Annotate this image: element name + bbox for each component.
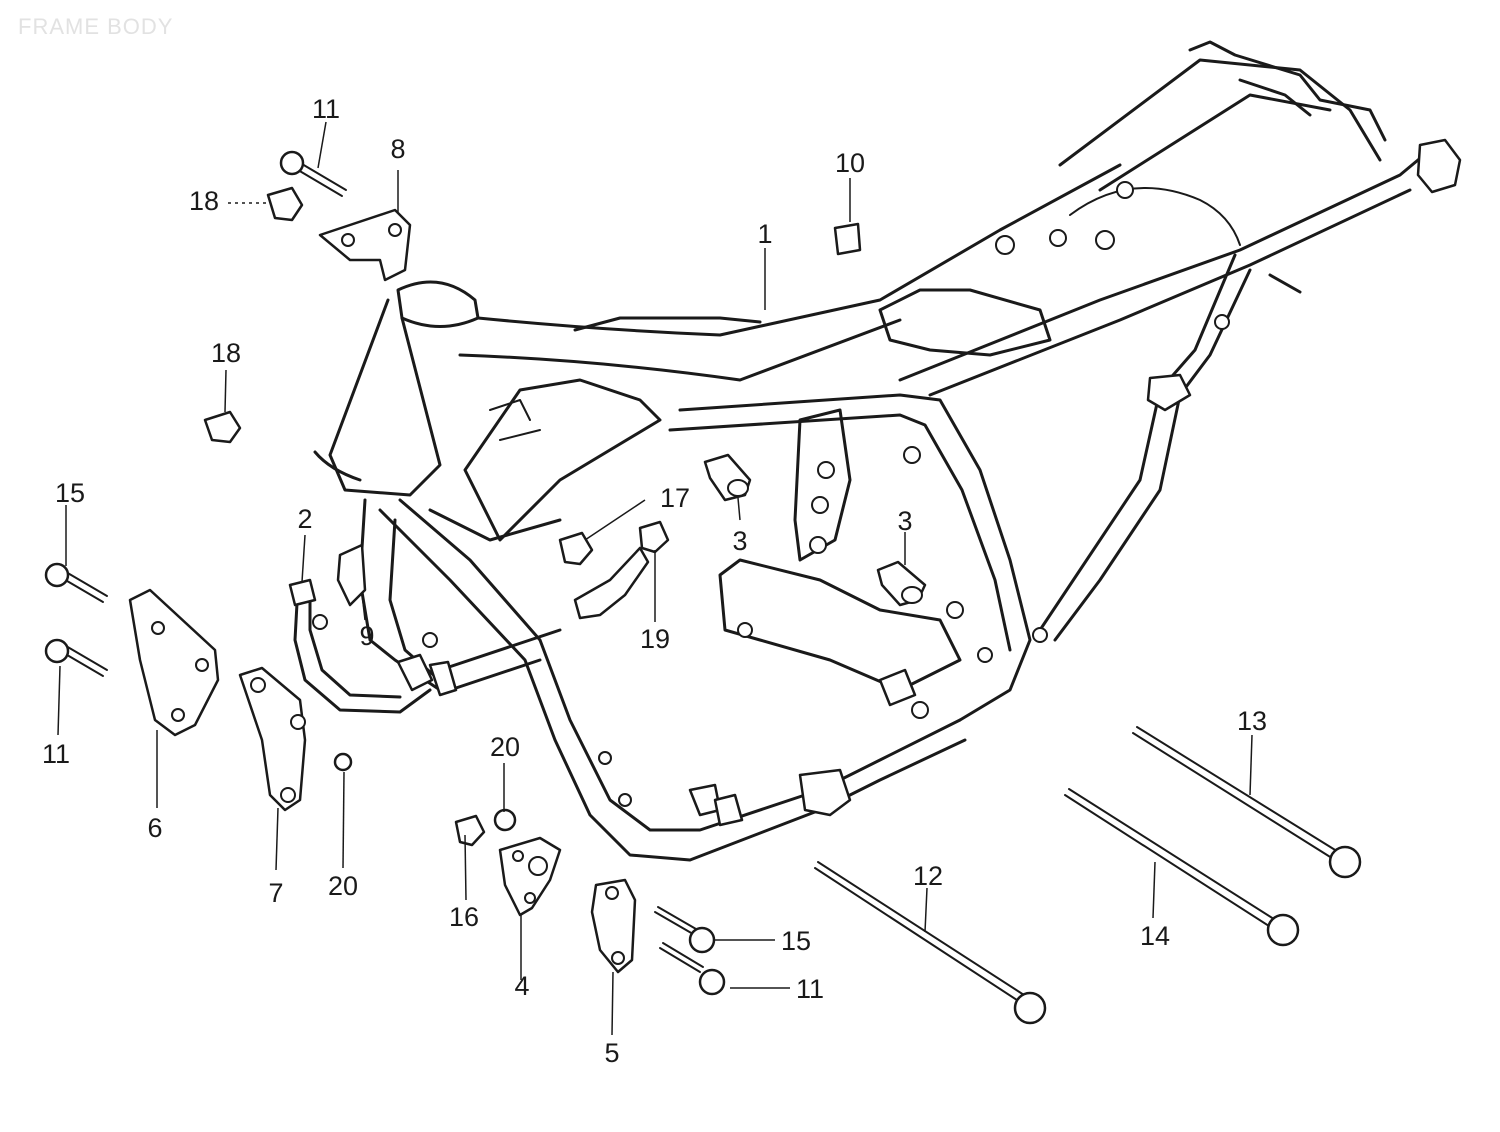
callout-3b: 3 [897, 506, 912, 536]
part-18-nut-mid [203, 410, 242, 444]
part-18-nut-top [266, 186, 304, 222]
part-19-bracket [573, 546, 650, 620]
callout-18b: 18 [211, 338, 241, 368]
callout-11c: 11 [796, 974, 824, 1004]
part-16-nut [454, 814, 486, 847]
part-7-plate [238, 666, 307, 812]
callout-4: 4 [514, 971, 529, 1001]
part-9-bracket [336, 543, 367, 607]
part-5-plate [590, 878, 637, 974]
callout-19: 19 [640, 624, 670, 654]
callout-11a: 11 [312, 94, 340, 124]
callout-18a: 18 [189, 186, 219, 216]
part-14-long-bolt [1064, 788, 1300, 947]
part-12-long-bolt [814, 861, 1047, 1025]
callout-7: 7 [268, 878, 283, 908]
part-11-bolt-top [279, 150, 347, 197]
callout-5: 5 [604, 1038, 619, 1068]
main-frame [313, 40, 1462, 862]
callout-labels: 1 2 3 3 4 5 6 7 8 9 10 11 11 11 12 13 14… [42, 94, 1267, 1068]
part-17-nut [558, 531, 594, 566]
callout-10: 10 [835, 148, 865, 178]
part-20-washer-center [493, 808, 517, 832]
part-20-washer-left [333, 752, 353, 772]
steering-head [396, 280, 480, 328]
diagram-title: FRAME BODY [18, 14, 174, 39]
part-8-bracket [318, 208, 412, 282]
part-11-bolt-left [44, 638, 108, 677]
callout-17: 17 [660, 483, 690, 513]
callout-9: 9 [359, 621, 374, 651]
callout-15b: 15 [781, 926, 811, 956]
part-2-front-lower-tube [293, 583, 432, 714]
callout-3a: 3 [732, 526, 747, 556]
part-13-long-bolt [1132, 726, 1362, 879]
callout-15a: 15 [55, 478, 85, 508]
part-10-cap [833, 222, 862, 256]
leader-lines [57, 121, 1253, 1036]
callout-2: 2 [297, 504, 312, 534]
part-15-bolt-left [44, 562, 108, 603]
callout-12: 12 [913, 861, 943, 891]
callout-16: 16 [449, 902, 479, 932]
part-15-bolt-bottom [654, 906, 716, 954]
callout-6: 6 [147, 813, 162, 843]
part-11-bolt-bottom [659, 942, 726, 996]
callout-11b: 11 [42, 739, 70, 769]
callout-20a: 20 [490, 732, 520, 762]
callout-1: 1 [757, 219, 772, 249]
callout-13: 13 [1237, 706, 1267, 736]
callout-14: 14 [1140, 921, 1170, 951]
callout-8: 8 [390, 134, 405, 164]
part-19-nut [638, 520, 670, 554]
callout-20b: 20 [328, 871, 358, 901]
